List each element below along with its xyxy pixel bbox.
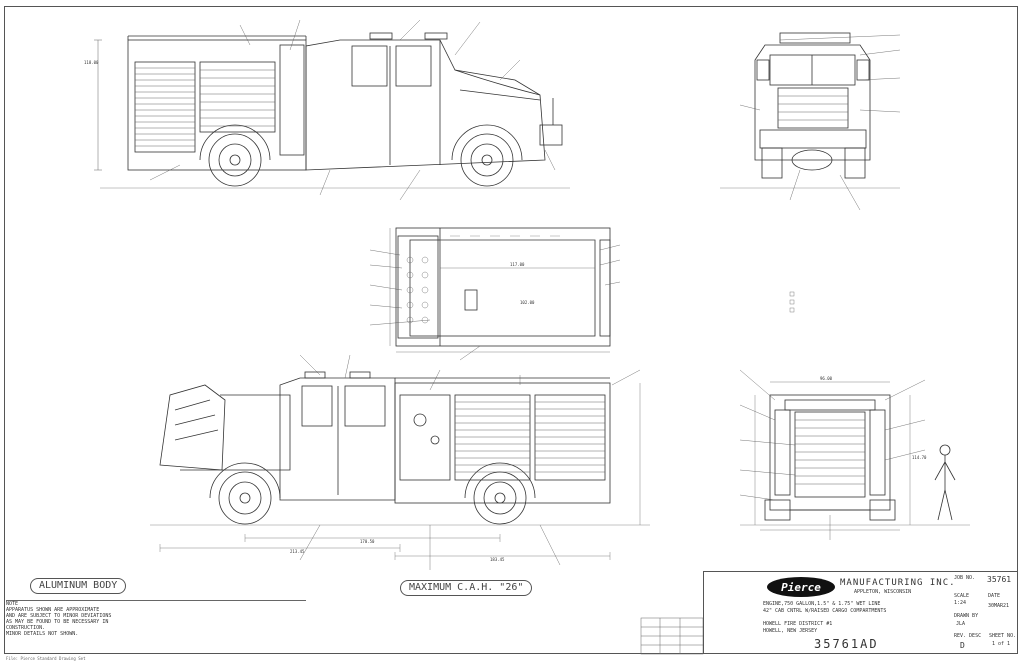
desc-line-1: ENGINE,750 GALLON,1.5" & 1.75" WET LINE (763, 601, 881, 607)
desc-line-4: HOWELL, NEW JERSEY (763, 628, 818, 634)
dim-plan-b: 102.00 (520, 300, 535, 305)
notes-heading: NOTE (6, 601, 19, 607)
notes-line-5: MINOR DETAILS NOT SHOWN. (6, 631, 79, 637)
rev-value: D (960, 641, 965, 650)
desc-line-2: 42" CAB CNTRL W/RAISED CARGO COMPARTMENT… (763, 608, 887, 614)
dim-body-length: 183.45 (490, 557, 505, 562)
drawn-label: DRAWN BY (954, 613, 979, 619)
pierce-logo-icon: Pierce (767, 577, 835, 597)
dim-plan-a: 117.00 (510, 262, 525, 267)
dim-top-left: 118.00 (84, 60, 99, 65)
dim-main-overall: 213.45 (290, 549, 305, 554)
date-label: DATE (988, 593, 1001, 599)
sheet-label: SHEET NO. (989, 633, 1017, 639)
job-label: JOB NO. (954, 575, 976, 581)
sheet-border (4, 6, 1018, 654)
dim-rear-height: 114.70 (912, 455, 927, 460)
aluminum-body-label: ALUMINUM BODY (30, 578, 127, 594)
dim-rear-width: 96.00 (820, 376, 833, 381)
drawn-value: JLA (956, 621, 966, 627)
company-location: APPLETON, WISCONSIN (854, 589, 912, 595)
drawing-number: 35761AD (814, 637, 879, 651)
notes-line-2: AND ARE SUBJECT TO MINOR DEVIATIONS (6, 613, 112, 619)
sheet-value: 1 of 1 (992, 641, 1011, 647)
notes-block: NOTE APPARATUS SHOWN ARE APPROXIMATE AND… (6, 600, 306, 653)
title-block: Pierce MANUFACTURING INC. APPLETON, WISC… (703, 571, 1018, 654)
side-view-top (94, 19, 570, 201)
equipment-legend (789, 291, 795, 313)
scale-value: 1:24 (954, 600, 967, 606)
rev-label: REV. DESC (954, 633, 982, 639)
date-value: 30MAR21 (988, 603, 1010, 609)
file-footer: File: Pierce Standard Drawing Set (6, 656, 86, 661)
job-number: 35761 (987, 575, 1012, 584)
scale-label: SCALE (954, 593, 970, 599)
plan-view (369, 227, 621, 361)
notes-line-1: APPARATUS SHOWN ARE APPROXIMATE (6, 607, 100, 613)
rear-view (739, 369, 970, 540)
notes-line-4: CONSTRUCTION. (6, 625, 46, 631)
company-name: MANUFACTURING INC. (840, 578, 956, 588)
maximum-cah-label: MAXIMUM C.A.H. "26" (400, 580, 533, 596)
notes-line-3: AS MAY BE FOUND TO BE NECESSARY IN (6, 619, 109, 625)
desc-line-3: HOWELL FIRE DISTRICT #1 (763, 621, 833, 627)
side-view-bottom (150, 354, 650, 570)
front-view (720, 32, 901, 211)
logo-text: Pierce (781, 581, 821, 594)
dim-wheelbase: 170.50 (360, 539, 375, 544)
